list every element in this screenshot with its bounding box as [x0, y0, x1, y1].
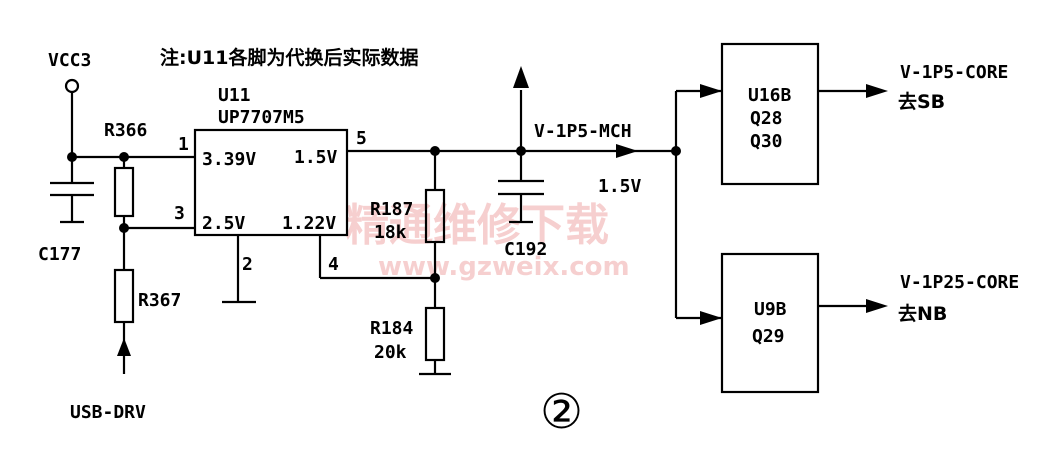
- r366-resistor: [113, 166, 135, 218]
- c192-label: C192: [504, 239, 547, 260]
- r367-label: R367: [138, 290, 181, 311]
- u9-ref: U9B: [754, 299, 787, 320]
- pin4-number: 4: [328, 254, 339, 275]
- pin4-voltage: 1.22V: [282, 213, 336, 234]
- u9-q29: Q29: [752, 326, 785, 347]
- u9-box: [720, 252, 820, 394]
- node-vcc: [67, 152, 77, 162]
- vcc-terminal: [64, 78, 80, 94]
- out1-arrow: [866, 84, 888, 98]
- pin5-voltage: 1.5V: [294, 147, 338, 168]
- r184-resistor: [424, 306, 446, 362]
- u11-part: UP7707M5: [218, 107, 305, 128]
- u16-ref: U16B: [748, 85, 792, 106]
- rail-voltage: 1.5V: [598, 176, 642, 197]
- pin2-number: 2: [242, 254, 253, 275]
- out2-dest: 去NB: [898, 302, 947, 325]
- r184-label: R184: [370, 318, 414, 339]
- u16-box: [720, 42, 820, 186]
- rail-arrow: [616, 144, 638, 158]
- pin5-number: 5: [356, 128, 367, 149]
- pin1-voltage: 3.39V: [202, 149, 256, 170]
- pin3-number: 3: [174, 203, 185, 224]
- u16-q30: Q30: [750, 131, 783, 152]
- watermark-text: 精通维修下载: [345, 200, 609, 251]
- out2-arrow: [866, 299, 888, 313]
- up-arrow: [513, 66, 529, 88]
- out1-label: V-1P5-CORE: [900, 62, 1008, 83]
- u9-in-arrow: [700, 311, 722, 325]
- u16-q28: Q28: [750, 108, 783, 129]
- r367-resistor: [113, 268, 135, 324]
- r187-label: R187: [370, 199, 413, 220]
- out2-label: V-1P25-CORE: [900, 272, 1019, 293]
- u11-box: [193, 128, 349, 237]
- r187-value: 18k: [374, 222, 407, 243]
- figure-number: ②: [540, 384, 583, 440]
- pin1-number: 1: [178, 134, 189, 155]
- u16-in-arrow: [700, 84, 722, 98]
- c177-label: C177: [38, 244, 81, 265]
- note-text: 注:U11各脚为代换后实际数据: [160, 46, 418, 69]
- usb-label: USB-DRV: [70, 402, 146, 423]
- usb-arrow: [117, 338, 131, 356]
- r366-label: R366: [104, 120, 147, 141]
- pin3-voltage: 2.5V: [202, 213, 246, 234]
- r184-value: 20k: [374, 342, 407, 363]
- rail-label: V-1P5-MCH: [534, 121, 632, 142]
- vcc-label: VCC3: [48, 50, 91, 71]
- u11-ref: U11: [218, 85, 251, 106]
- out1-dest: 去SB: [898, 90, 945, 113]
